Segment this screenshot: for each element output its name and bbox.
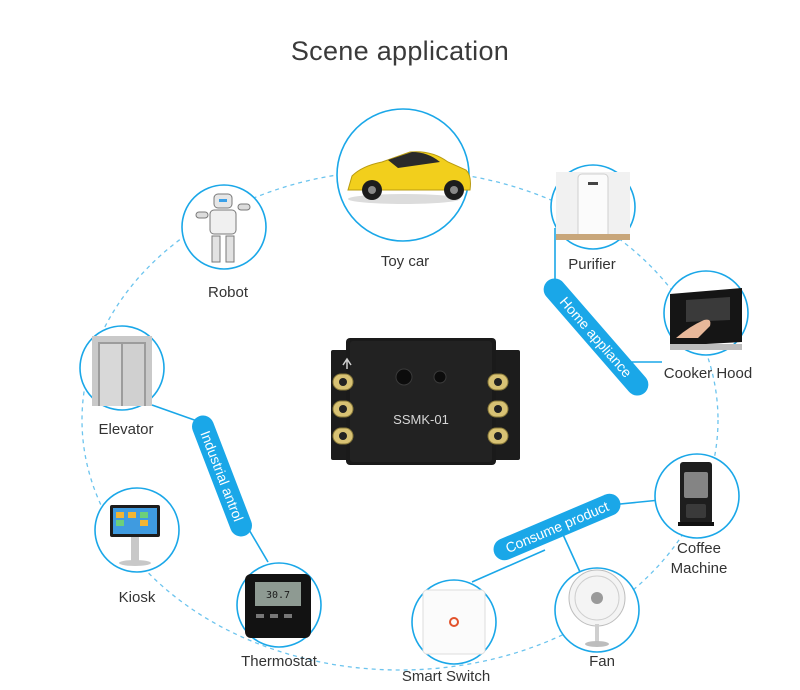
badge-industrial-antrol-text: Industrial antrol <box>197 428 246 523</box>
elevator-icon <box>92 336 152 406</box>
cooker-hood-icon <box>670 288 742 350</box>
air-purifier-icon <box>556 172 630 240</box>
node-kiosk <box>94 487 180 573</box>
label-robot: Robot <box>207 284 249 301</box>
label-kiosk: Kiosk <box>118 589 156 606</box>
label-coffee-machine: Coffee Machine <box>670 540 728 577</box>
node-robot <box>181 184 267 270</box>
toy-car-icon <box>347 151 471 204</box>
thermostat-icon: 30.7 <box>245 574 311 638</box>
dashed-ring <box>81 169 719 671</box>
kiosk-icon <box>110 505 160 566</box>
svg-text:30.7: 30.7 <box>266 590 290 601</box>
label-purifier: Purifier <box>568 256 616 273</box>
node-purifier <box>550 164 636 250</box>
ssmk-01-module: SSMK-01 <box>331 338 520 465</box>
badge-industrial-antrol: Industrial antrol <box>192 415 252 537</box>
node-smart-switch <box>411 579 497 665</box>
connector-industrial-thermo <box>247 527 269 563</box>
robot-icon <box>195 193 251 263</box>
badge-consume-product: Consume product <box>493 493 621 561</box>
badge-consume-product-text: Consume product <box>503 498 611 556</box>
smart-switch-icon <box>422 589 486 655</box>
connector-industrial-elevator <box>151 404 201 423</box>
label-elevator: Elevator <box>98 421 154 438</box>
node-coffee-machine <box>654 453 740 539</box>
fan-icon <box>568 569 626 647</box>
label-thermostat: Thermostat <box>241 653 317 670</box>
node-cooker-hood <box>663 270 749 356</box>
label-fan: Fan <box>589 653 615 670</box>
connector-consume-switch <box>471 549 546 583</box>
node-elevator <box>79 325 165 411</box>
label-smart-switch: Smart Switch <box>401 668 491 685</box>
label-cooker-hood: Cooker Hood <box>663 365 753 382</box>
coffee-machine-icon <box>678 462 714 526</box>
page-title: Scene application <box>290 36 510 66</box>
node-thermostat: 30.7 <box>236 562 322 648</box>
node-fan <box>554 567 640 653</box>
badge-home-appliance: Home appliance <box>543 278 649 396</box>
badge-home-appliance-text: Home appliance <box>557 294 636 381</box>
label-toy-car: Toy car <box>380 253 430 270</box>
node-toy-car <box>336 108 471 242</box>
device-label: SSMK-01 <box>393 412 449 427</box>
